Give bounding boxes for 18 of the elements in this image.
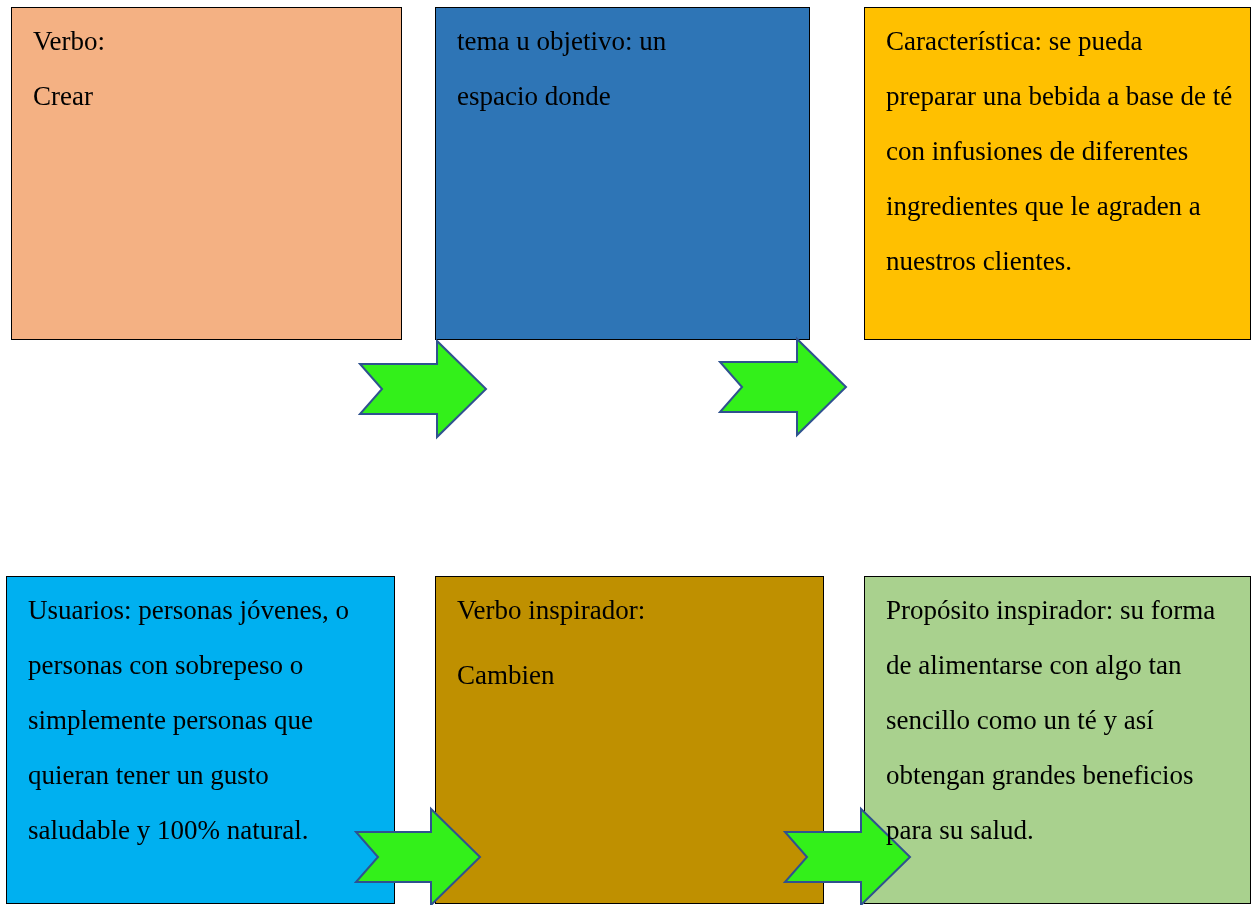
block-arrow <box>353 806 482 905</box>
box-text: Propósito inspirador: su forma de alimentarse con algo tan sencillo como un té y así obtengan grandes beneficios para su salud. <box>886 594 1217 847</box>
process-box <box>864 576 1251 904</box>
block-arrow <box>782 806 912 905</box>
box-text: Cambien <box>457 659 556 692</box>
box-heading: Verbo inspirador: <box>457 594 647 627</box>
box-text: Característica: se pueda preparar una bebida a base de té con infusiones de diferentes ingredientes que le agraden a nuestros clientes. <box>886 25 1234 278</box>
process-box <box>11 7 402 340</box>
block-arrow <box>717 336 848 438</box>
box-text: Crear <box>33 80 94 113</box>
box-text: tema u objetivo: un espacio donde <box>457 25 668 113</box>
process-box <box>435 576 824 904</box>
block-arrow <box>357 338 488 440</box>
process-box <box>6 576 395 904</box>
box-text: Usuarios: personas jóvenes, o personas con sobrepeso o simplemente personas que quieran tener un gusto saludable y 100% natural. <box>28 594 350 847</box>
process-box <box>864 7 1251 340</box>
box-heading: Verbo: <box>33 25 106 58</box>
process-box <box>435 7 810 340</box>
